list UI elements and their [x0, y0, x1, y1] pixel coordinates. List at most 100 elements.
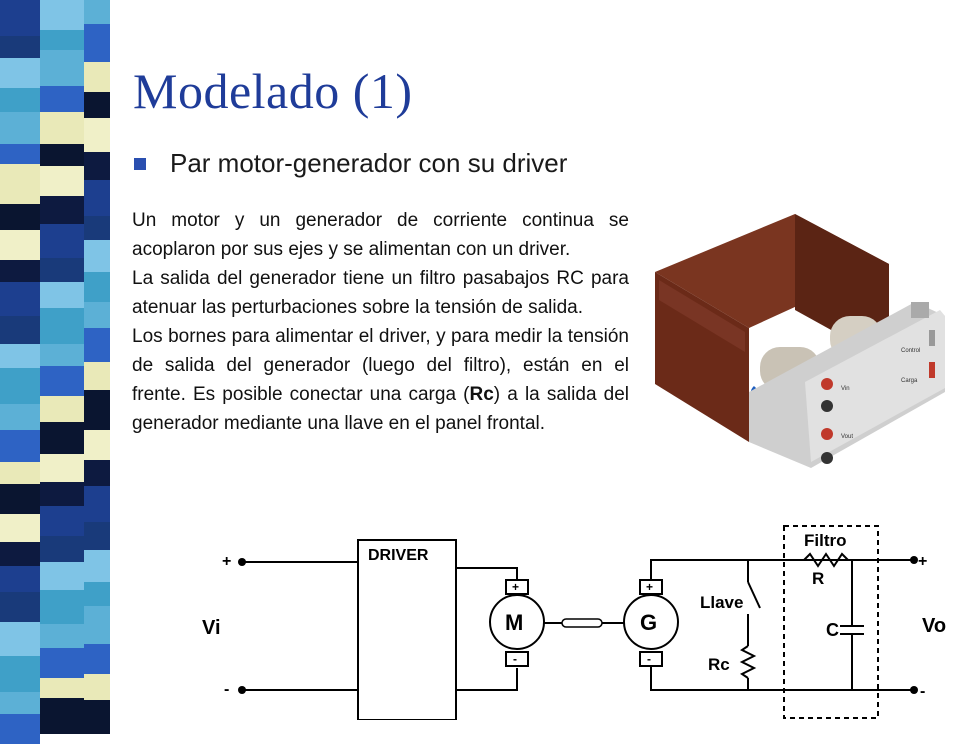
terminal-out-minus: [910, 686, 918, 694]
stripe-segment: [40, 506, 84, 536]
stripe-segment: [84, 522, 110, 550]
stripe-segment: [0, 344, 40, 368]
stripe-segment: [84, 152, 110, 180]
terminal-out-plus: [910, 556, 918, 564]
motor-minus-label: -: [513, 652, 517, 666]
stripe-segment: [40, 50, 84, 86]
stripe-segment: [84, 24, 110, 62]
stripe-segment: [0, 204, 40, 230]
stripe-segment: [0, 368, 40, 404]
stripe-segment: [84, 118, 110, 152]
stripe-segment: [40, 282, 84, 308]
driver-box: [357, 539, 457, 720]
stripe-segment: [84, 0, 110, 24]
rc-bold-label: Rc: [469, 384, 494, 405]
stripe-segment: [0, 514, 40, 542]
stripe-segment: [0, 622, 40, 656]
paragraph-3-start: Los bornes para alimentar el driver, y p…: [132, 326, 629, 405]
panel-label-vout: Vout: [841, 434, 853, 440]
stripe-segment: [84, 460, 110, 486]
stripe-segment: [40, 258, 84, 282]
vi-label: Vi: [202, 617, 221, 639]
stripe-segment: [0, 542, 40, 566]
stripe-segment: [0, 36, 40, 58]
motor-plus-label: +: [512, 580, 519, 594]
stripe-segment: [40, 536, 84, 562]
circuit-diagram: + - Vi DRIVER + - M + - G Llave Rc Filtr…: [202, 525, 946, 720]
input-plus-label: +: [222, 553, 231, 570]
stripe-segment: [40, 678, 84, 698]
stripe-segment: [0, 112, 40, 144]
stripe-segment: [84, 550, 110, 582]
stripe-segment: [0, 484, 40, 514]
stripe-segment: [84, 674, 110, 700]
stripe-segment: [84, 240, 110, 272]
stripe-segment: [84, 606, 110, 644]
output-minus-label: -: [920, 683, 925, 700]
stripe-segment: [0, 0, 40, 36]
stripe-segment: [84, 272, 110, 302]
stripe-segment: [40, 112, 84, 144]
stripe-segment: [40, 648, 84, 678]
stripe-segment: [40, 166, 84, 196]
stripe-segment: [40, 624, 84, 648]
stripe-segment: [40, 396, 84, 422]
stripe-segment: [0, 462, 40, 484]
paragraph-2: La salida del generador tiene un filtro …: [132, 268, 629, 318]
stripe-segment: [0, 164, 40, 204]
stripe-segment: [0, 592, 40, 622]
stripe-segment: [40, 144, 84, 166]
terminal-in-plus: [238, 558, 246, 566]
generator-minus-label: -: [647, 652, 651, 666]
terminal-in-minus: [238, 686, 246, 694]
stripe-segment: [84, 644, 110, 674]
stripe-segment: [40, 308, 84, 344]
paragraph-3: Los bornes para alimentar el driver, y p…: [132, 322, 629, 438]
filtro-label: Filtro: [804, 531, 847, 550]
stripe-segment: [0, 144, 40, 164]
stripe-segment: [84, 328, 110, 362]
stripe-segment: [40, 562, 84, 590]
r-label: R: [812, 569, 824, 588]
stripe-segment: [0, 58, 40, 88]
stripe-segment: [84, 92, 110, 118]
bullet-square-icon: [134, 157, 146, 170]
input-minus-label: -: [224, 681, 229, 698]
driver-label: DRIVER: [368, 547, 429, 564]
stripe-segment: [40, 0, 84, 30]
stripe-segment: [40, 344, 84, 366]
stripe-segment: [84, 582, 110, 606]
bullet-item: Par motor-generador con su driver: [134, 148, 567, 179]
motor-generator-box-photo: Vin Vout Control Carga: [655, 214, 945, 468]
stripe-segment: [40, 482, 84, 506]
stripe-segment: [84, 430, 110, 460]
stripe-segment: [40, 590, 84, 624]
front-panel: [805, 310, 945, 462]
panel-label-control: Control: [901, 348, 920, 354]
paragraph-3-end: ) a la salida del generador mediante una…: [132, 384, 629, 434]
panel-label-vin: Vin: [841, 386, 850, 392]
stripe-segment: [84, 180, 110, 216]
stripe-segment: [0, 656, 40, 692]
stripe-segment: [0, 404, 40, 430]
c-label: C: [826, 620, 839, 640]
stripe-segment: [0, 88, 40, 112]
generator-label: G: [640, 610, 657, 635]
bullet-text: Par motor-generador con su driver: [170, 148, 568, 178]
stripe-segment: [0, 566, 40, 592]
decorative-stripe-bar: [0, 0, 110, 744]
box-front: [655, 272, 749, 442]
stripe-segment: [84, 302, 110, 328]
page-title: Modelado (1): [133, 63, 413, 119]
stripe-segment: [0, 430, 40, 462]
stripe-segment: [84, 486, 110, 522]
panel-label-carga: Carga: [901, 378, 918, 384]
stripe-segment: [40, 30, 84, 50]
motor-label: M: [505, 610, 523, 635]
stripe-segment: [84, 216, 110, 240]
stripe-segment: [0, 282, 40, 316]
filter-box: [783, 525, 879, 719]
vo-label: Vo: [922, 615, 946, 637]
stripe-segment: [40, 196, 84, 224]
stripe-segment: [40, 366, 84, 396]
